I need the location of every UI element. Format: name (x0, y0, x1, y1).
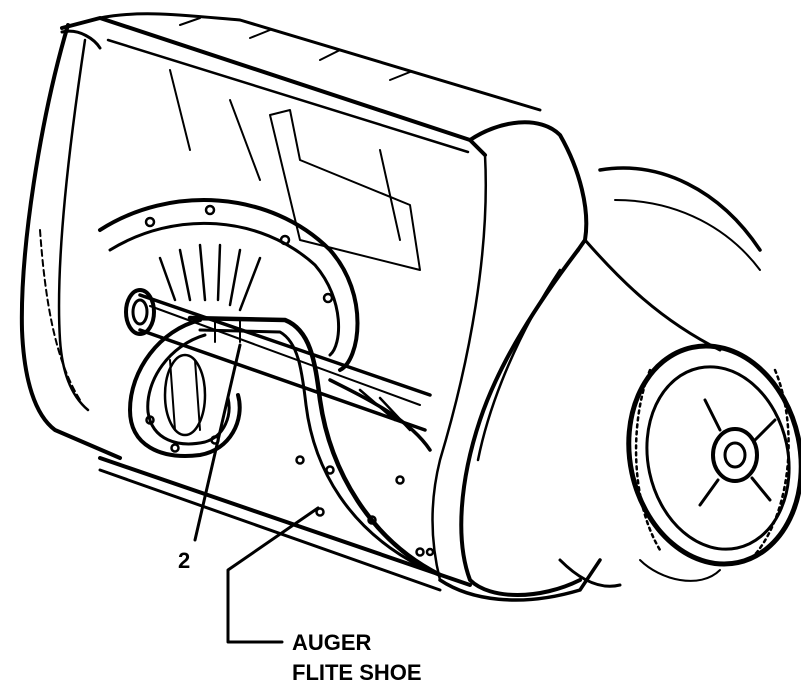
scraper-bar (98, 456, 472, 592)
auger-flite-shoe-leader (226, 506, 320, 644)
wheel (626, 343, 801, 582)
callout-leaders (193, 343, 320, 644)
auger-flite-shoe-label-line2: FLITE SHOE (292, 660, 422, 685)
auger-flite-shoe-label-line1: AUGER (292, 630, 372, 655)
auger-assembly (98, 198, 443, 578)
auger-housing (19, 12, 762, 602)
callout-labels: 2 AUGER FLITE SHOE (178, 548, 422, 685)
callout-number-2: 2 (178, 548, 190, 573)
callout-2-leader (193, 343, 242, 542)
